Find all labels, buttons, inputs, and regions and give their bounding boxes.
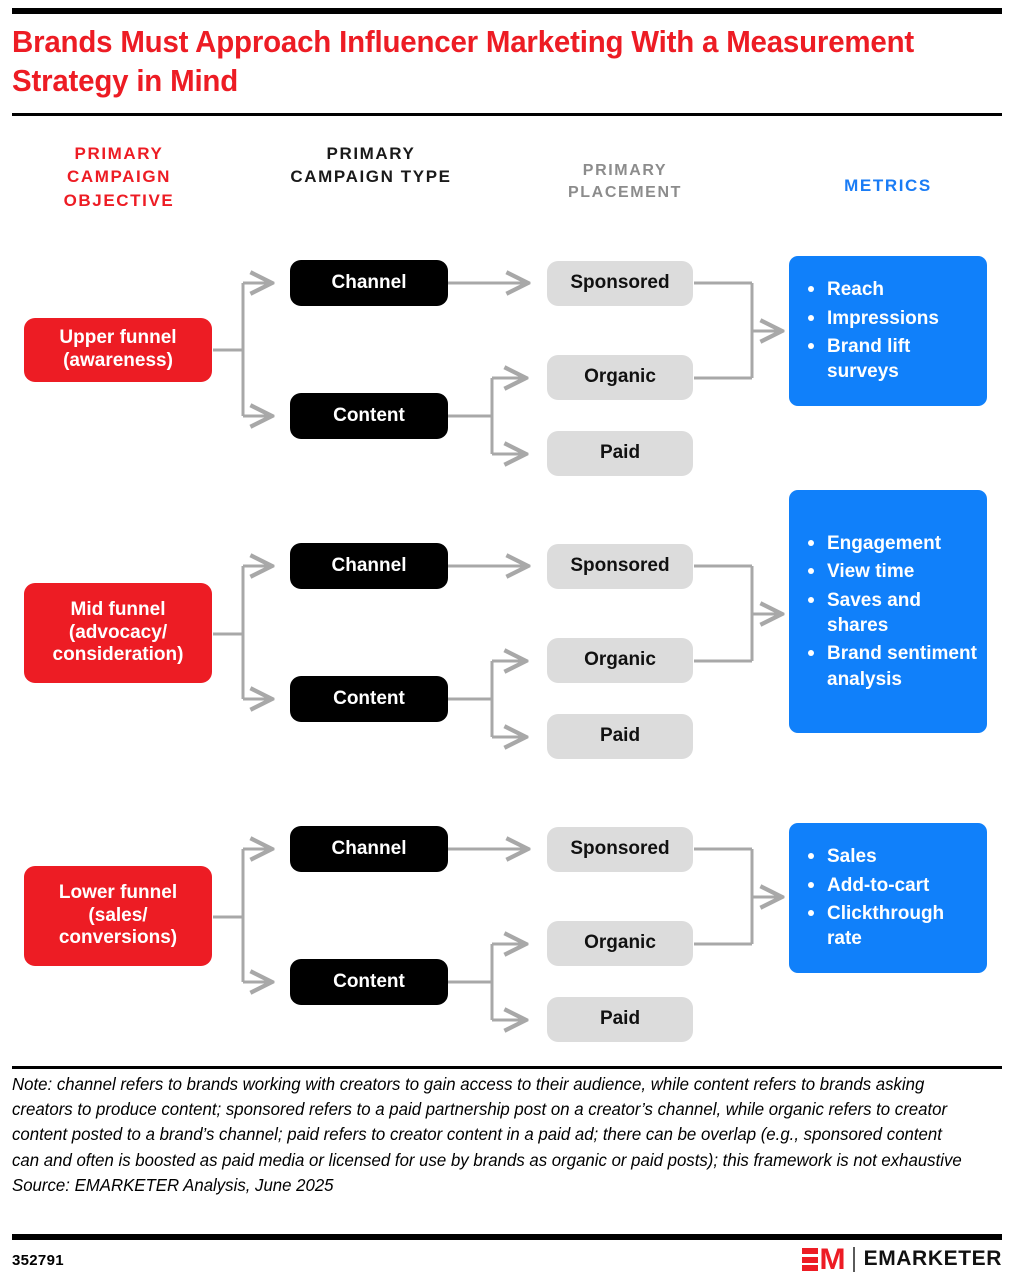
metric-item: Impressions — [803, 306, 977, 331]
logo-e-bars-icon — [801, 1248, 818, 1271]
metric-item: Reach — [803, 277, 977, 302]
top-rule — [12, 8, 1002, 14]
objective-box-mid-funnel[interactable]: Mid funnel (advocacy/ consideration) — [24, 583, 212, 683]
metrics-box-row1[interactable]: Reach Impressions Brand lift surveys — [789, 256, 987, 406]
placement-box-sponsored-row3[interactable]: Sponsored — [547, 827, 693, 872]
logo-wordmark: EMARKETER — [863, 1247, 1002, 1270]
metric-item: Clickthrough rate — [803, 901, 977, 952]
metric-item: Brand lift surveys — [803, 334, 977, 385]
note-text: Note: channel refers to brands working w… — [12, 1074, 962, 1170]
column-header-metrics: METRICS — [844, 176, 932, 195]
placement-box-paid-row2[interactable]: Paid — [547, 714, 693, 759]
note-block: Note: channel refers to brands working w… — [12, 1072, 964, 1198]
logo-divider — [852, 1246, 855, 1272]
type-box-channel-row3[interactable]: Channel — [290, 826, 448, 872]
type-box-channel-row2[interactable]: Channel — [290, 543, 448, 589]
metric-item: Add-to-cart — [803, 873, 977, 898]
metric-item: View time — [803, 559, 977, 584]
placement-box-paid-row1[interactable]: Paid — [547, 431, 693, 476]
objective-box-upper-funnel[interactable]: Upper funnel (awareness) — [24, 318, 212, 382]
column-header-placement: PRIMARY PLACEMENT — [568, 162, 682, 202]
source-text: Source: EMARKETER Analysis, June 2025 — [12, 1174, 334, 1195]
metrics-box-row2[interactable]: Engagement View time Saves and shares Br… — [789, 490, 987, 733]
placement-box-sponsored-row1[interactable]: Sponsored — [547, 261, 693, 306]
metric-item: Brand sentiment analysis — [803, 641, 977, 692]
objective-box-lower-funnel[interactable]: Lower funnel (sales/ conversions) — [24, 866, 212, 966]
column-header-type: PRIMARY CAMPAIGN TYPE — [290, 144, 452, 187]
metric-item: Sales — [803, 844, 977, 869]
placement-box-sponsored-row2[interactable]: Sponsored — [547, 544, 693, 589]
emarketer-logo: M EMARKETER — [801, 1243, 1002, 1276]
title-underline-rule — [12, 113, 1002, 116]
metrics-box-row3[interactable]: Sales Add-to-cart Clickthrough rate — [789, 823, 987, 973]
figure-id: 352791 — [12, 1252, 64, 1269]
metric-item: Saves and shares — [803, 588, 977, 639]
notes-top-rule — [12, 1066, 1002, 1069]
type-box-content-row2[interactable]: Content — [290, 676, 448, 722]
column-header-objective: PRIMARY CAMPAIGN OBJECTIVE — [63, 144, 175, 210]
placement-box-paid-row3[interactable]: Paid — [547, 997, 693, 1042]
type-box-content-row1[interactable]: Content — [290, 393, 448, 439]
metric-item: Engagement — [803, 531, 977, 556]
page-title: Brands Must Approach Influencer Marketin… — [12, 24, 914, 99]
logo-m-letter: M — [818, 1243, 845, 1276]
type-box-channel-row1[interactable]: Channel — [290, 260, 448, 306]
placement-box-organic-row1[interactable]: Organic — [547, 355, 693, 400]
placement-box-organic-row2[interactable]: Organic — [547, 638, 693, 683]
em-monogram-icon: M — [801, 1243, 845, 1276]
type-box-content-row3[interactable]: Content — [290, 959, 448, 1005]
footer-rule — [12, 1234, 1002, 1240]
placement-box-organic-row3[interactable]: Organic — [547, 921, 693, 966]
